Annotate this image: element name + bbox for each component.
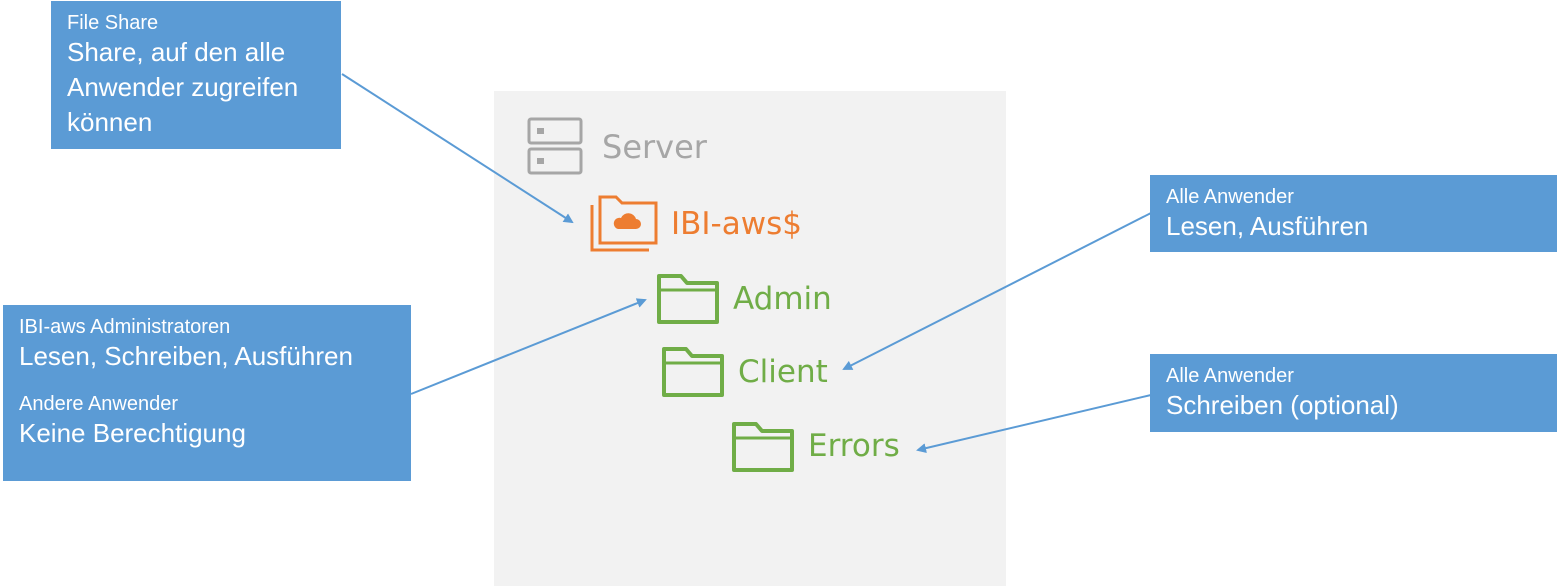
- callout-text: Keine Berechtigung: [19, 418, 246, 448]
- folder-icon: [662, 347, 724, 397]
- callout-title: Alle Anwender: [1166, 365, 1294, 387]
- arrow-client: [842, 212, 1152, 370]
- callout-title: File Share: [67, 12, 159, 34]
- callout-errors: Alle Anwender Schreiben (optional): [1150, 354, 1557, 432]
- arrow-errors: [916, 394, 1152, 454]
- callout-admin: IBI-aws Administratoren Lesen, Schreiben…: [3, 305, 411, 481]
- folder-icon: [657, 274, 719, 324]
- folder-label-admin: Admin: [733, 281, 832, 317]
- callout-text: Share, auf den alle Anwender zugreifen k…: [67, 37, 299, 137]
- callout-text: Lesen, Ausführen: [1166, 211, 1369, 241]
- callout-file-share: File Share Share, auf den alle Anwender …: [51, 1, 341, 149]
- callout-title: IBI-aws Administratoren: [19, 316, 231, 338]
- arrow-file-share: [341, 73, 574, 224]
- callout-text: Lesen, Schreiben, Ausführen: [19, 341, 353, 371]
- folder-label-errors: Errors: [808, 428, 900, 464]
- share-label: IBI-aws$: [671, 206, 802, 242]
- callout-text: Schreiben (optional): [1166, 390, 1399, 420]
- server-label: Server: [602, 128, 707, 166]
- callout-title: Andere Anwender: [19, 393, 179, 415]
- callout-client: Alle Anwender Lesen, Ausführen: [1150, 175, 1557, 252]
- cloud-folder-icon: [590, 195, 658, 252]
- arrow-admin: [410, 298, 647, 395]
- callout-title: Alle Anwender: [1166, 186, 1294, 208]
- folder-icon: [732, 422, 794, 472]
- server-icon: [527, 117, 583, 175]
- folder-label-client: Client: [738, 354, 828, 390]
